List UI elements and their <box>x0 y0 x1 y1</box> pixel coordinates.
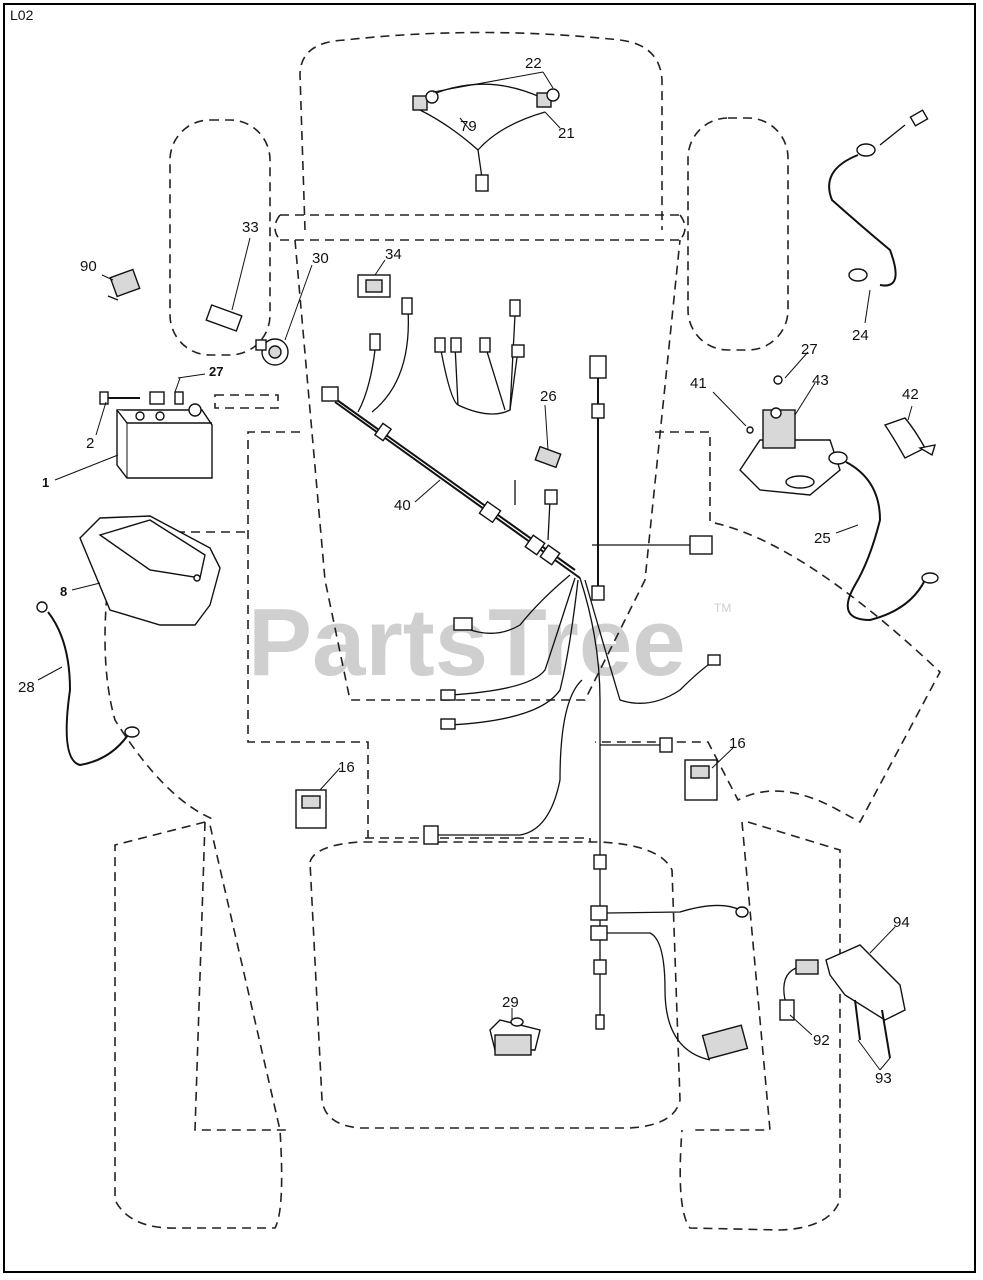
connector-rail <box>589 355 749 1061</box>
callout-94: 94 <box>893 914 910 931</box>
callout-16-right: 16 <box>729 735 746 752</box>
relay <box>107 268 141 301</box>
callout-42: 42 <box>902 386 919 403</box>
callout-22: 22 <box>525 55 542 72</box>
watermark-tm: TM <box>714 601 731 615</box>
tractor-outline <box>104 31 941 1231</box>
battery-cable-28 <box>36 601 140 767</box>
starter-solenoid <box>739 375 841 496</box>
callout-27-battery: 27 <box>209 364 223 379</box>
callout-2: 2 <box>86 435 94 452</box>
callout-21: 21 <box>558 125 575 142</box>
leader-lines <box>37 71 913 1071</box>
callout-34: 34 <box>385 246 402 263</box>
battery-cable-24 <box>828 109 929 287</box>
callout-40: 40 <box>394 497 411 514</box>
callout-25: 25 <box>814 530 831 547</box>
battery-cable-25 <box>828 451 939 622</box>
callout-24: 24 <box>852 327 869 344</box>
callout-26: 26 <box>540 388 557 405</box>
callout-1: 1 <box>42 475 49 490</box>
callout-16-left: 16 <box>338 759 355 776</box>
safety-module <box>701 944 906 1060</box>
callout-90: 90 <box>80 258 97 275</box>
callout-93: 93 <box>875 1070 892 1087</box>
callout-27-solenoid: 27 <box>801 341 818 358</box>
callout-8: 8 <box>60 584 67 599</box>
callout-41: 41 <box>690 375 707 392</box>
switch-16-right <box>684 759 718 801</box>
fuse <box>205 304 243 332</box>
fuse-26 <box>534 445 562 469</box>
battery-tray <box>79 515 221 626</box>
battery-bolt <box>99 391 184 405</box>
callouts: 1 2 8 16 16 21 22 24 25 26 27 27 28 29 3… <box>18 55 919 1087</box>
callout-33: 33 <box>242 219 259 236</box>
callout-43: 43 <box>812 372 829 389</box>
battery <box>116 403 213 479</box>
callout-29: 29 <box>502 994 519 1011</box>
light-switch <box>357 274 391 298</box>
diagram-frame <box>3 3 976 1273</box>
callout-92: 92 <box>813 1032 830 1049</box>
sheet-id: L02 <box>10 7 34 23</box>
callout-30: 30 <box>312 250 329 267</box>
watermark: PartsTree <box>248 589 686 696</box>
ignition-switch <box>255 338 289 366</box>
wiring-harness <box>321 297 721 1020</box>
headlight-assembly <box>412 83 560 192</box>
switch-16-left <box>295 789 327 829</box>
callout-28: 28 <box>18 679 35 696</box>
callout-79: 79 <box>460 118 477 135</box>
seat-switch <box>489 1017 541 1056</box>
terminal-boot <box>883 417 937 459</box>
